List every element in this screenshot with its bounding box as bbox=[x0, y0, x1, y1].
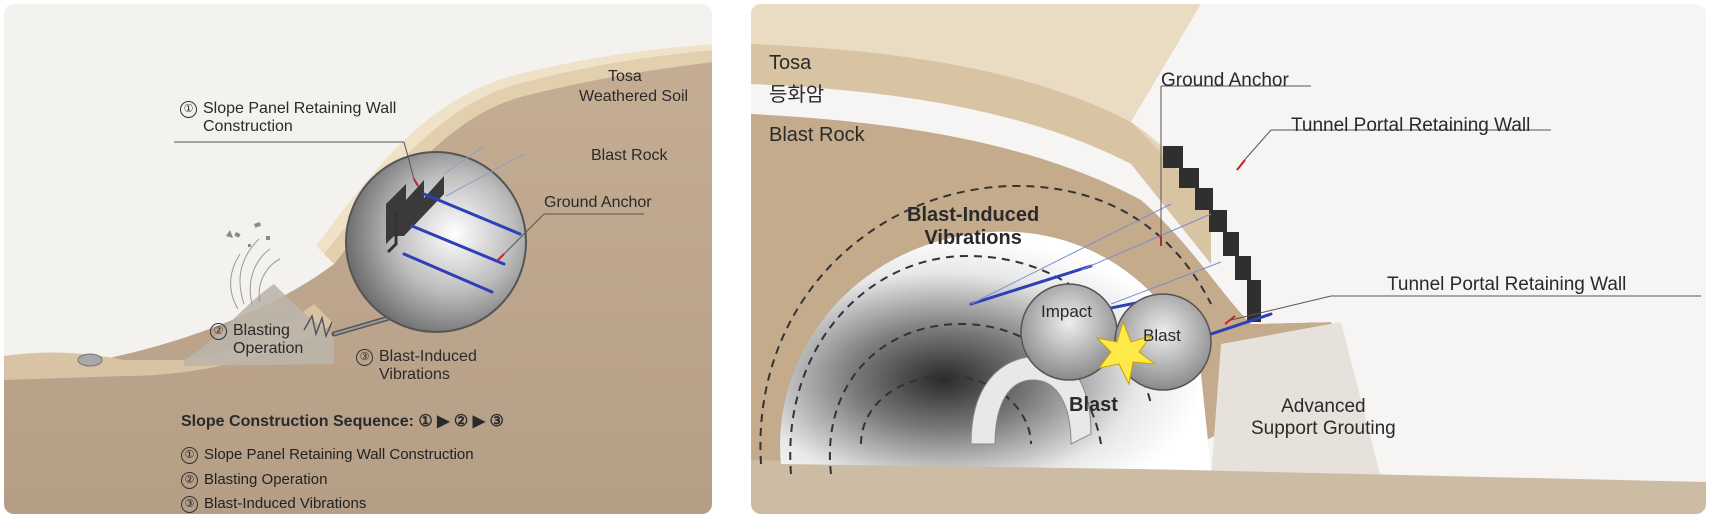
vibrations-label: Blast-Induced Vibrations bbox=[907, 204, 1040, 249]
tunnel-cross-section bbox=[751, 4, 1706, 514]
stepped-retaining-wall bbox=[386, 176, 444, 244]
ground-anchor-label: Ground Anchor bbox=[544, 194, 652, 211]
vibration-wave bbox=[303, 313, 333, 339]
ground-base bbox=[751, 460, 1706, 514]
blast-rock-label: Blast Rock bbox=[769, 124, 865, 146]
impact-label: Impact bbox=[1041, 302, 1093, 321]
leader-lines bbox=[174, 141, 644, 255]
korean-rock-label: 등화암 bbox=[769, 84, 825, 106]
blast-bubble-label: Blast bbox=[1143, 326, 1181, 345]
grouting-label: Advanced Support Grouting bbox=[1251, 396, 1396, 439]
blasted-slope bbox=[184, 284, 334, 366]
detail-lens bbox=[345, 151, 527, 333]
slope-cross-section bbox=[4, 44, 712, 514]
ground-anchors bbox=[402, 192, 522, 294]
tosa-label: Tosa bbox=[608, 68, 642, 85]
leader-lines bbox=[1160, 85, 1701, 321]
ground-anchor-label: Ground Anchor bbox=[1161, 70, 1289, 91]
slope-construction-diagram: Tosa Weathered Soil Blast Rock Ground An… bbox=[4, 4, 712, 514]
boulder bbox=[77, 353, 103, 367]
portal-retaining-wall bbox=[1163, 146, 1261, 322]
weathered-soil-label: Weathered Soil bbox=[579, 88, 689, 105]
step2-number: ② bbox=[210, 323, 227, 340]
weathered-soil-layer bbox=[324, 50, 712, 264]
portal-wall-top-label: Tunnel Portal Retaining Wall bbox=[1291, 115, 1531, 136]
tosa-label: Tosa bbox=[769, 52, 812, 74]
step3-number: ③ bbox=[356, 349, 373, 366]
debris-fragments bbox=[226, 221, 270, 247]
blast-rock-label: Blast Rock bbox=[591, 147, 668, 164]
blast-starburst bbox=[1095, 320, 1157, 386]
tunnel-portal-diagram: Tosa 등화암 Blast Rock Ground Anchor Tunnel… bbox=[751, 4, 1706, 514]
step1-number: ① bbox=[180, 101, 197, 118]
sequence-title: Slope Construction Sequence: ① ▶ ② ▶ ③ bbox=[181, 413, 504, 430]
blast-plume bbox=[230, 238, 281, 310]
korean-rock-layer bbox=[751, 44, 1211, 264]
blast-center-label: Blast bbox=[1069, 394, 1118, 416]
portal-wall-bottom-label: Tunnel Portal Retaining Wall bbox=[1387, 274, 1627, 295]
tunnel-bore bbox=[780, 231, 1211, 470]
grouting-zone bbox=[1211, 322, 1381, 478]
